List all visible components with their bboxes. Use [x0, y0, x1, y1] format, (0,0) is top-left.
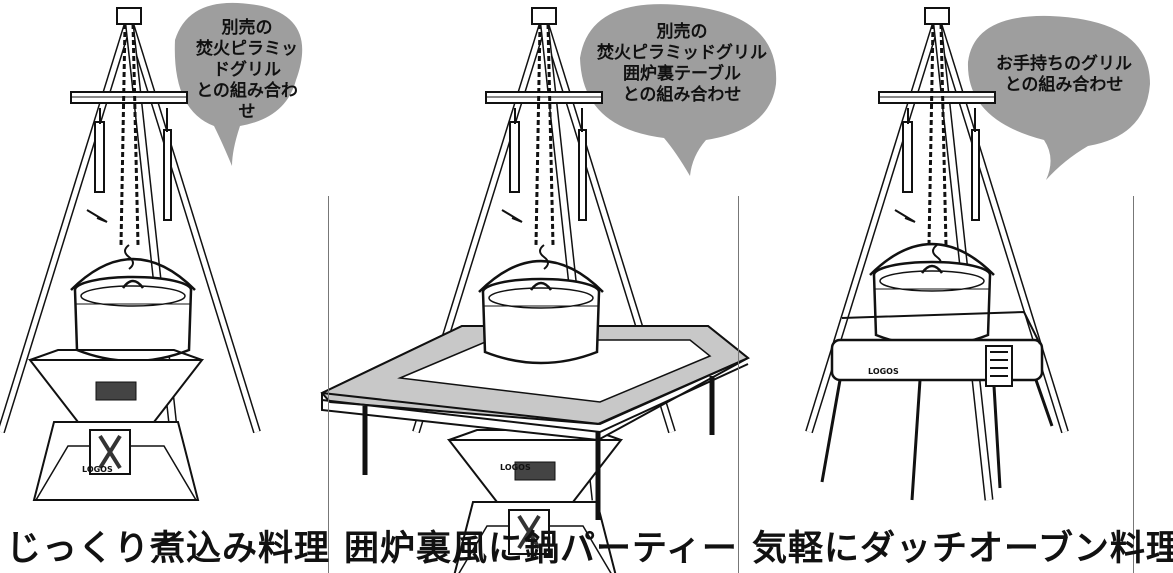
- grill-brand-logo-3: LOGOS: [868, 367, 899, 376]
- panel-divider-1: [328, 196, 329, 573]
- caption-hearth-party: 囲炉裏風に鍋パーティー: [344, 528, 738, 569]
- bubble-line: 焚火ピラミッドグリル: [196, 39, 298, 80]
- speech-bubble-1: 別売の 焚火ピラミッドグリル との組み合わせ: [188, 18, 306, 123]
- panel-divider-3: [1133, 196, 1134, 573]
- speech-bubble-3: お手持ちのグリル との組み合わせ: [982, 54, 1146, 96]
- tripod-illustration-2: LOGOS: [320, 4, 777, 573]
- tripod-illustration-3: LOGOS: [809, 8, 1150, 500]
- bubble-line: 囲炉裏テーブル: [623, 64, 741, 84]
- caption-stew-cooking: じっくり煮込み料理: [6, 528, 331, 569]
- tripod-illustration-1: LOGOS: [1, 2, 303, 500]
- bubble-line: との組み合わせ: [622, 85, 742, 105]
- bubble-line: との組み合わせ: [196, 81, 298, 122]
- grill-brand-logo-2: LOGOS: [500, 463, 531, 472]
- panel-divider-2: [738, 196, 739, 573]
- bubble-line: 別売の: [656, 22, 708, 42]
- bubble-line: との組み合わせ: [1004, 75, 1124, 95]
- speech-bubble-2: 別売の 焚火ピラミッドグリル 囲炉裏テーブル との組み合わせ: [588, 22, 776, 106]
- bubble-line: 別売の: [221, 18, 273, 38]
- caption-dutch-oven: 気軽にダッチオーブン料理: [752, 528, 1173, 569]
- grill-brand-logo-1: LOGOS: [82, 465, 113, 474]
- bubble-line: 焚火ピラミッドグリル: [597, 43, 767, 63]
- bubble-line: お手持ちのグリル: [996, 54, 1132, 74]
